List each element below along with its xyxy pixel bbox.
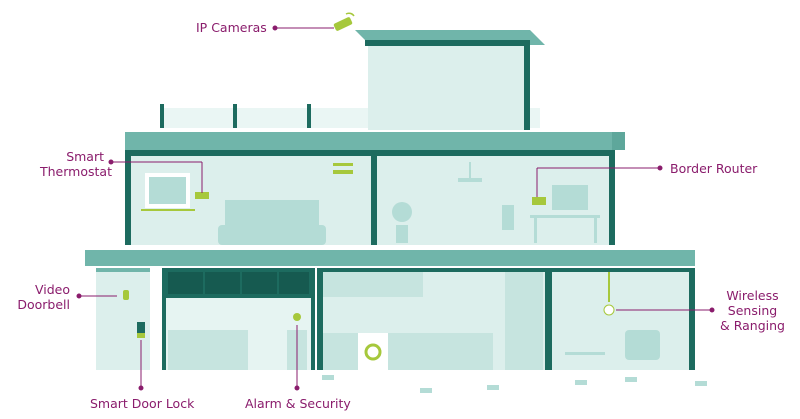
ip-camera-device <box>333 12 355 31</box>
roof-terrace <box>160 30 545 130</box>
label-alarm-security: Alarm & Security <box>245 396 351 411</box>
label-border-router: Border Router <box>670 161 758 176</box>
label-line: Sensing <box>727 303 778 318</box>
label-wireless-sensing: Wireless Sensing & Ranging <box>720 288 785 333</box>
label-line: Doorbell <box>17 297 70 312</box>
leader-lines <box>76 25 715 391</box>
label-line: Video <box>34 282 70 297</box>
upper-floor <box>125 132 625 245</box>
ground-floor <box>85 250 707 393</box>
label-line: Wireless <box>726 288 779 303</box>
label-line: & Ranging <box>720 318 785 333</box>
label-line: Thermostat <box>40 164 112 179</box>
label-video-doorbell: Video Doorbell <box>10 282 70 312</box>
label-line: Smart <box>66 149 104 164</box>
label-smart-door-lock: Smart Door Lock <box>90 396 195 411</box>
label-ip-cameras: IP Cameras <box>196 20 267 35</box>
label-smart-thermostat: Smart Thermostat <box>40 149 112 179</box>
